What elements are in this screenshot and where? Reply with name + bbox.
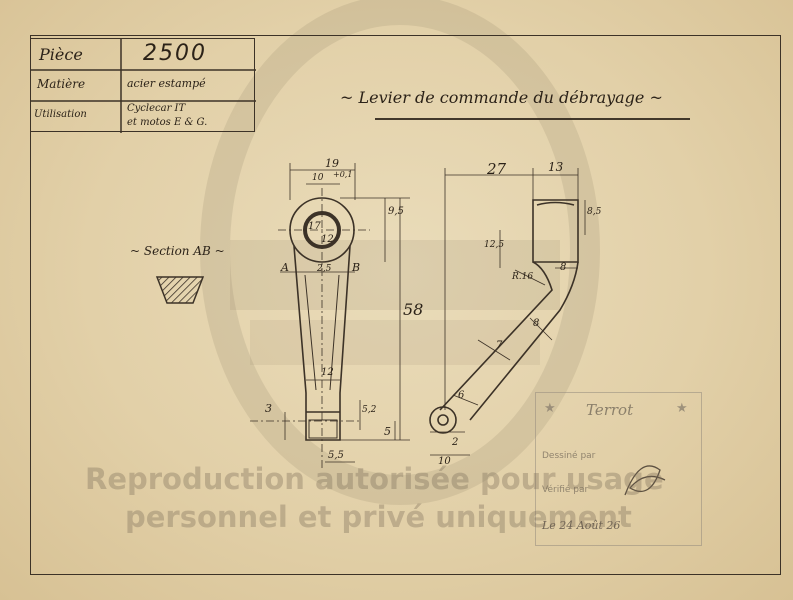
dim-5: 5	[384, 425, 391, 438]
dim-2: 2	[452, 437, 459, 448]
dim-5-5: 5,5	[328, 450, 344, 461]
dim-2-5: 2,5	[317, 264, 332, 274]
section-mark-b: B	[352, 261, 361, 274]
drawing-title: ~ Levier de commande du débrayage ~	[340, 88, 663, 107]
dim-58: 58	[403, 300, 424, 319]
piece-number: 2500	[143, 41, 207, 66]
watermark-line2: personnel et privé uniquement	[125, 500, 632, 534]
dim-tolerance: +0,1	[333, 170, 353, 179]
stamp-date: Le 24 Août 26	[542, 519, 621, 532]
star-icon: ★	[544, 401, 556, 416]
drawing-border	[30, 35, 781, 575]
utilisation-line1: Cyclecar IT	[127, 103, 186, 114]
dim-9-5: 9,5	[388, 206, 404, 217]
piece-label: Pièce	[39, 45, 83, 64]
dim-12-shank: 12	[321, 367, 334, 378]
dim-r16: R.16	[512, 272, 534, 282]
dim-8-mid: 8	[533, 318, 540, 329]
stamp-brand: Terrot	[586, 401, 634, 419]
watermark-line1: Reproduction autorisée pour usage	[85, 462, 664, 496]
dim-10: 10	[312, 173, 324, 183]
stamp-dessine: Dessiné par	[542, 451, 596, 461]
dim-13: 13	[548, 160, 564, 174]
dim-6: 6	[458, 390, 465, 401]
dim-8-5: 8,5	[587, 207, 602, 217]
section-label-text: Section AB	[143, 244, 211, 258]
dim-27: 27	[487, 160, 507, 178]
drawing-title-text: Levier de commande du débrayage	[358, 88, 645, 107]
utilisation-label: Utilisation	[34, 109, 87, 120]
section-label: ~ Section AB ~	[130, 244, 225, 258]
dim-10-side: 10	[438, 456, 451, 467]
dim-12-5: 12,5	[484, 240, 505, 250]
dim-5-2: 5,2	[362, 405, 377, 415]
dim-17: 17	[308, 221, 321, 232]
approval-stamp: ★ ★ Terrot Dessiné par Vérifié par Le 24…	[535, 392, 702, 546]
star-icon-right: ★	[676, 401, 688, 416]
stamp-verifie: Vérifié par	[542, 485, 589, 495]
dim-12-bore: 12	[321, 234, 334, 245]
dim-3: 3	[265, 402, 272, 415]
dim-8-top: 8	[560, 262, 567, 273]
section-mark-a: A	[281, 261, 289, 274]
title-block: Pièce 2500 Matière acier estampé Utilisa…	[30, 38, 256, 133]
matiere-label: Matière	[37, 77, 86, 91]
matiere-value: acier estampé	[127, 77, 206, 90]
utilisation-line2: et motos E & G.	[127, 117, 208, 128]
dim-7: 7	[496, 340, 503, 351]
dim-19: 19	[325, 157, 339, 170]
